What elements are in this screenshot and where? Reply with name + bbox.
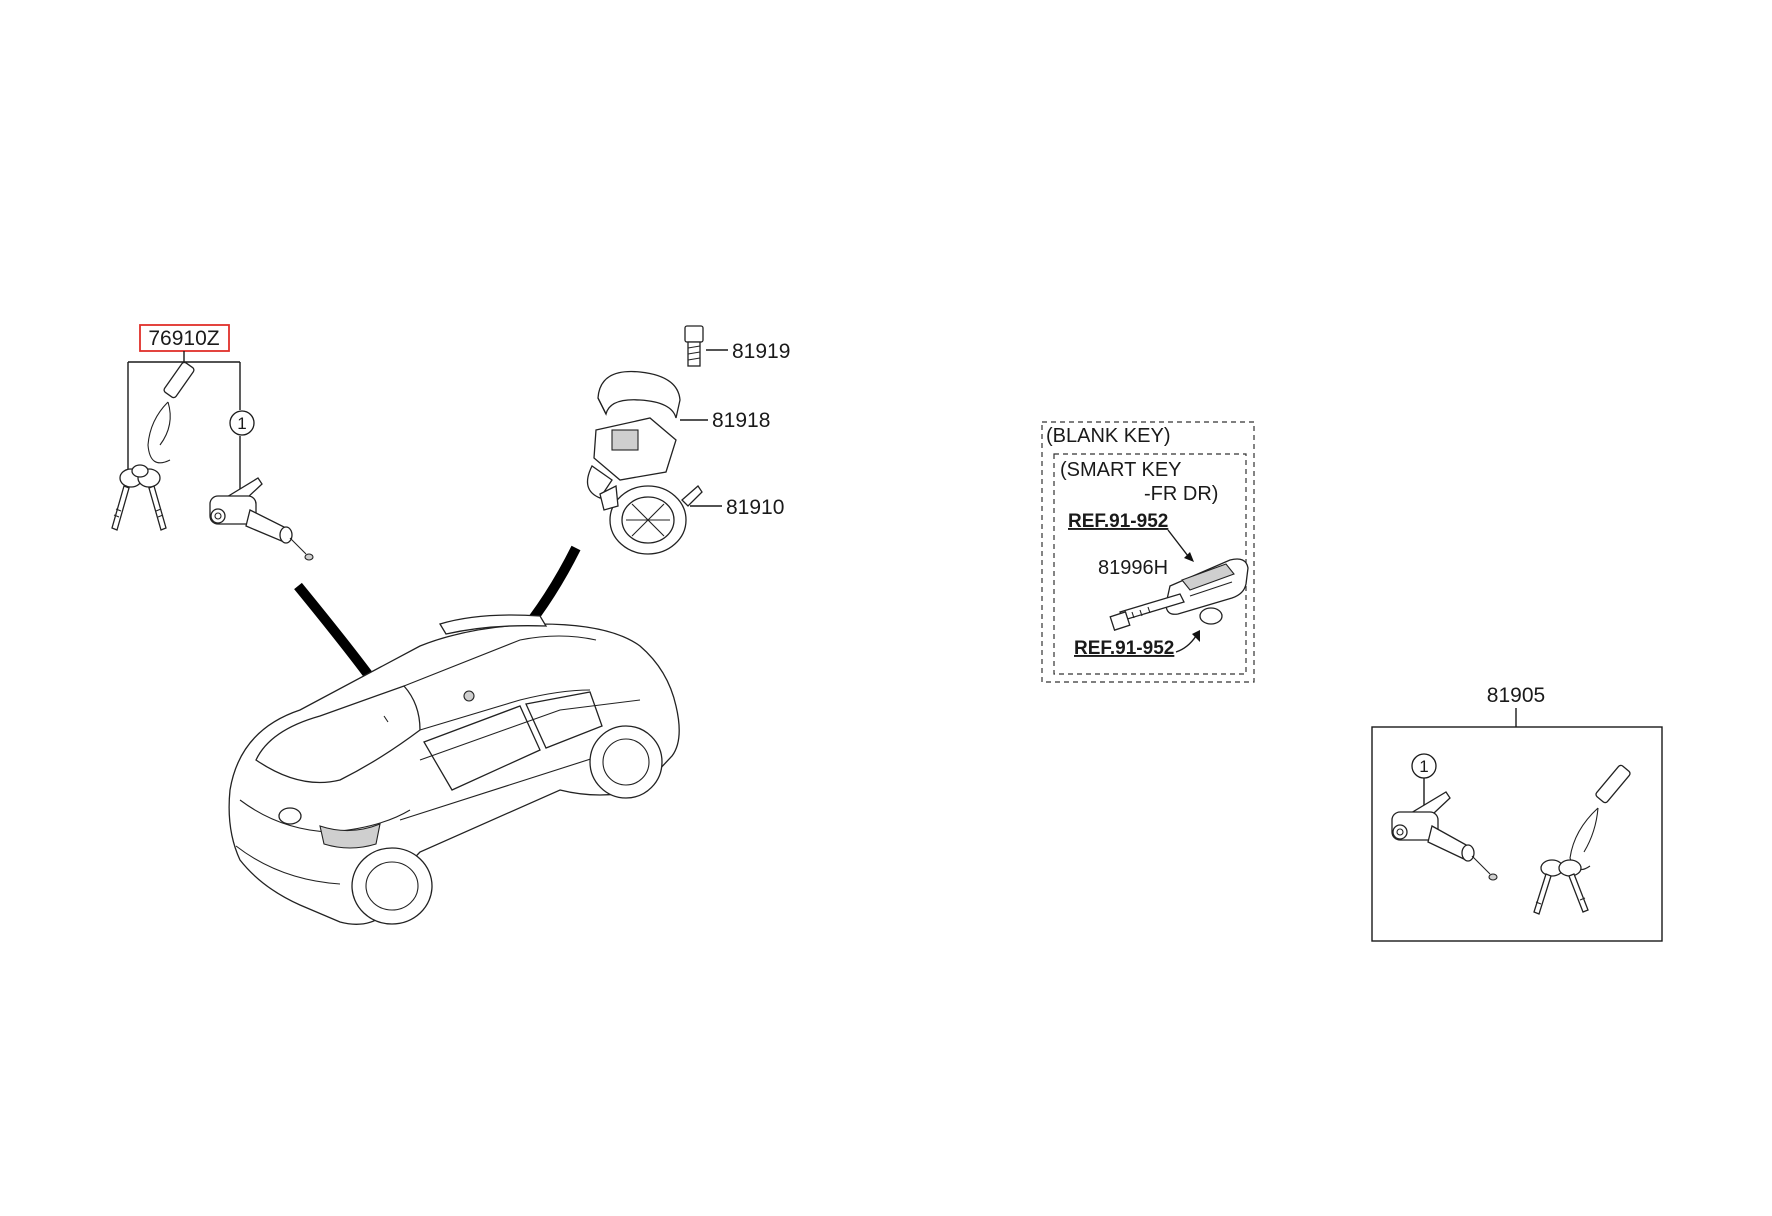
part-number-81918: 81918 [712,409,770,432]
bracket-81918-icon [597,370,681,419]
key-pair-with-tag-icon-right [1533,764,1631,915]
smart-key-subtitle: -FR DR) [1144,483,1218,505]
ref-link-top[interactable]: REF.91-952 [1068,511,1168,532]
part-number-81919: 81919 [732,340,790,363]
key-set-box [1371,726,1663,942]
callout-circle-1-right: 1 [1411,753,1437,810]
part-number-81905: 81905 [1487,684,1545,707]
vehicle-illustration [228,614,680,925]
smart-key-fob-icon [1165,558,1249,615]
bolt-81919-icon [684,325,704,367]
steering-lock-assembly-81910-icon [586,417,703,555]
svg-text:1: 1 [1419,757,1428,776]
svg-text:1: 1 [237,414,246,433]
key-set-callout[interactable]: 81905 [1487,684,1545,727]
battery-icon [1199,607,1223,625]
blank-key-title: (BLANK KEY) [1046,425,1170,447]
lock-set-callout[interactable]: 76910Z [139,324,230,352]
smart-key-title: (SMART KEY [1060,459,1182,481]
blank-key-panel: (BLANK KEY) (SMART KEY -FR DR) REF.91-95… [1041,421,1255,683]
lock-set-leader [127,351,241,490]
callout-circle-1: 1 [229,410,255,436]
key-pair-with-tag-icon [111,361,195,531]
door-lock-cylinder-icon-right [1391,791,1498,881]
key-blade-icon [1109,593,1185,631]
door-lock-cylinder-icon [209,477,314,561]
part-number-76910Z: 76910Z [148,327,219,350]
ref-link-bottom[interactable]: REF.91-952 [1074,638,1174,659]
part-number-81996H: 81996H [1098,557,1168,579]
part-number-81910: 81910 [726,496,784,519]
